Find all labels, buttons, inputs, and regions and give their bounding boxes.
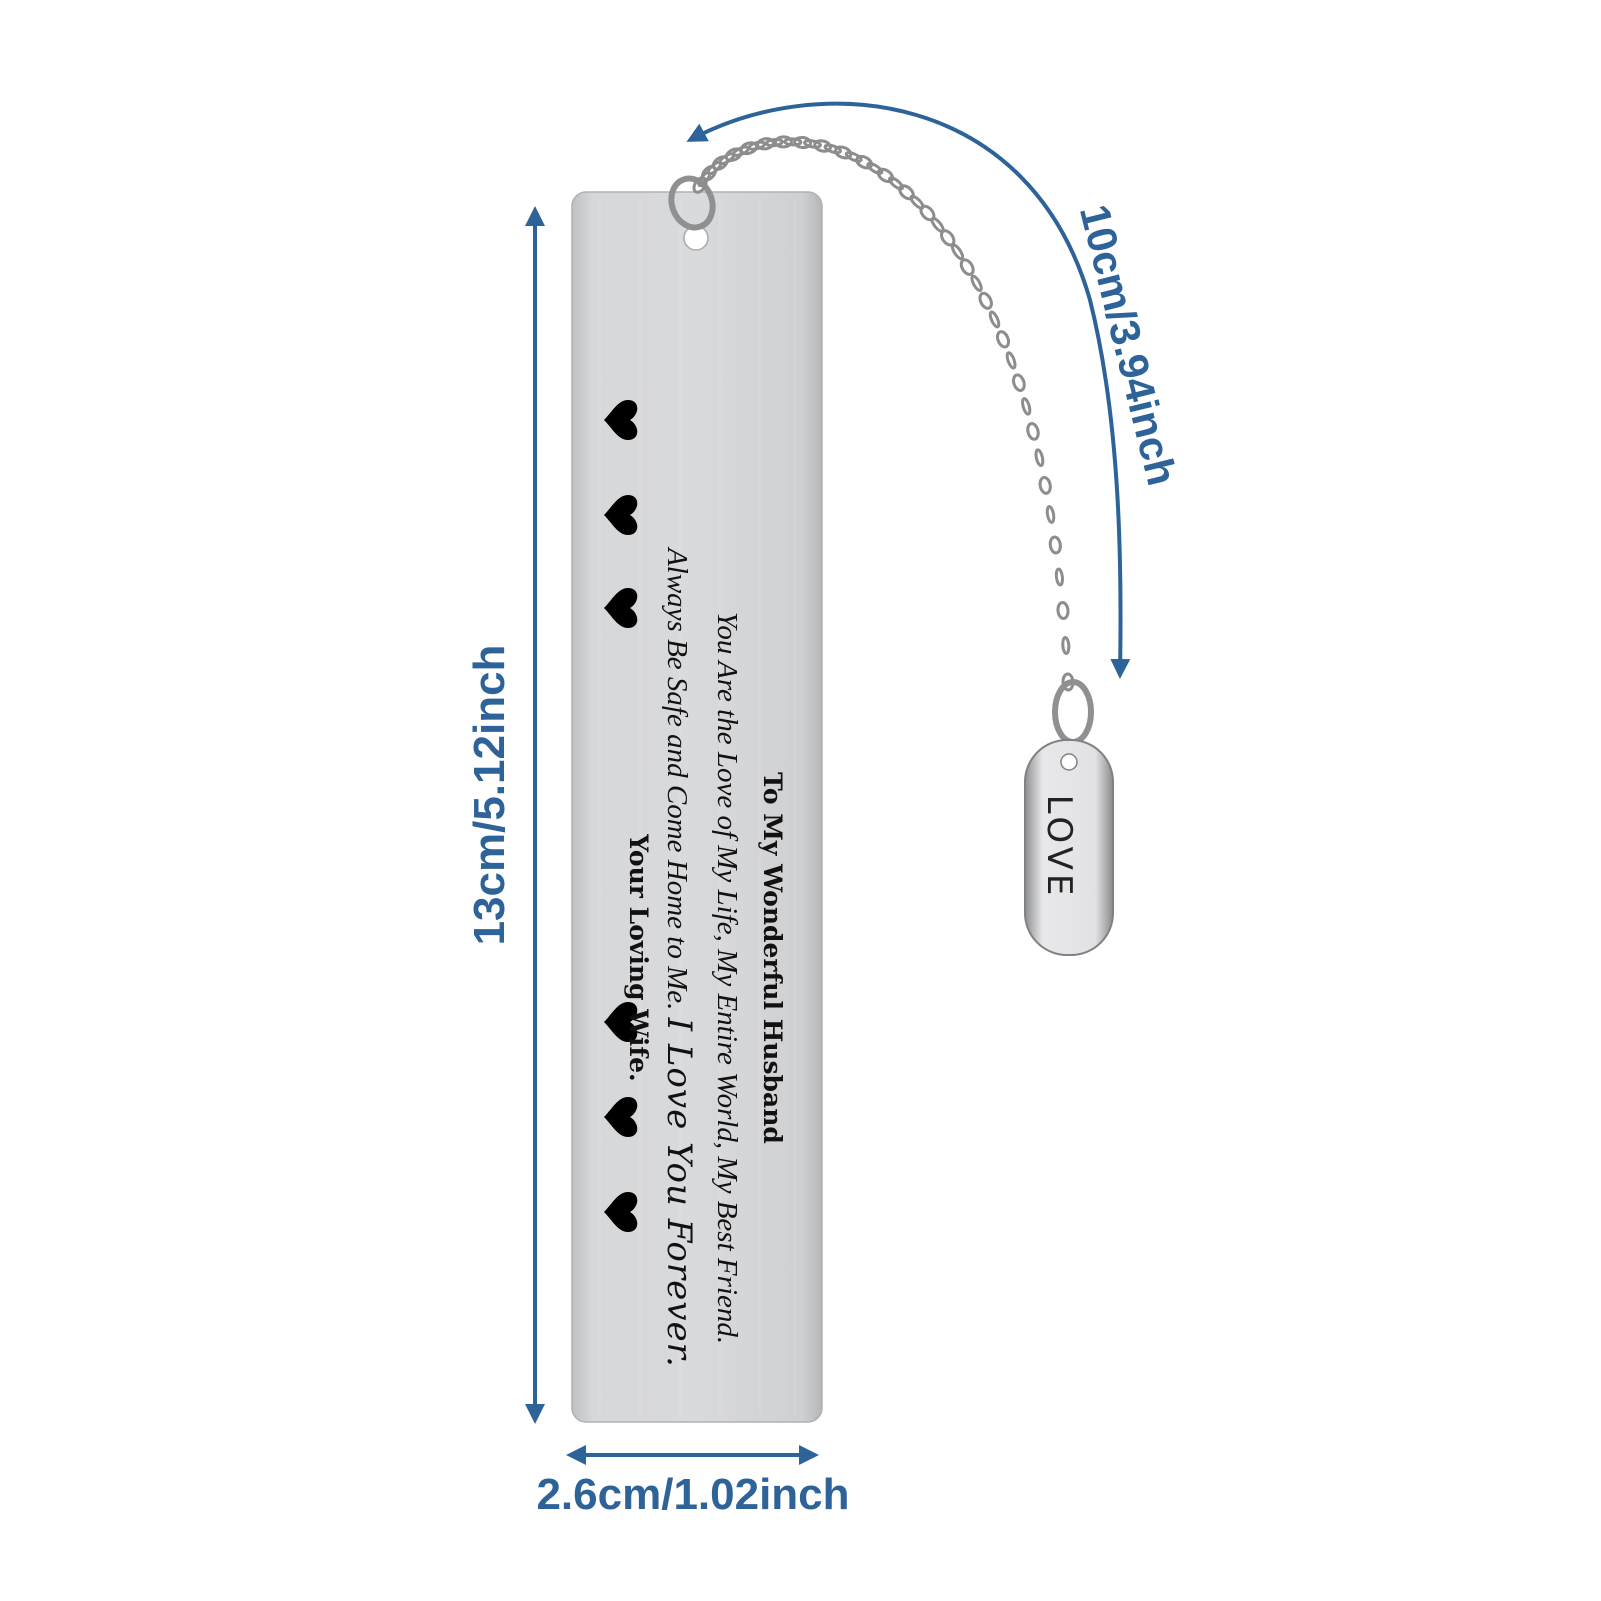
brushed-texture [599, 200, 796, 1415]
heart-icon [604, 1097, 638, 1137]
chain-link [898, 184, 915, 201]
love-tag-text: LOVE [1039, 794, 1079, 900]
width-dimension-label: 2.6cm/1.02inch [536, 1470, 850, 1519]
engraving-title: To My Wonderful Husband [758, 772, 787, 1144]
chain-link [803, 139, 822, 149]
chain-link [1056, 601, 1070, 620]
height-dimension-label: 13cm/5.12inch [465, 644, 514, 946]
chain-link [1045, 505, 1056, 524]
chain-link [1038, 475, 1052, 495]
love-tag [1024, 739, 1114, 956]
chain-link [1054, 567, 1065, 587]
chain-link [866, 161, 884, 175]
engraving-line-2-script: I Love You Forever. [659, 1017, 699, 1368]
chain-link [823, 143, 842, 155]
chain-link [876, 167, 895, 184]
chain-dimension-arc [686, 101, 1131, 679]
engraving-line-2: Always Be Safe and Come Home to Me. I Lo… [659, 458, 699, 1458]
chain-link [774, 135, 793, 149]
chain-link [844, 151, 863, 163]
chain-link [887, 176, 905, 191]
chain-link [1061, 636, 1071, 655]
chain-link [950, 243, 965, 261]
engraving-signature: Your Loving Wife. [624, 834, 653, 1082]
chain-link [959, 258, 975, 276]
chain-link [1034, 448, 1045, 468]
jump-ring-tag [1052, 679, 1094, 745]
chain-link [1026, 422, 1040, 441]
chain-link [793, 135, 813, 150]
engraving: To My Wonderful Husband You Are the Love… [593, 458, 793, 1458]
chain-link [855, 154, 874, 170]
chain-link [764, 137, 784, 148]
engraving-line-2-text: Always Be Safe and Come Home to Me. [661, 548, 693, 1018]
heart-icon [604, 1192, 638, 1232]
chain-link [970, 274, 983, 293]
chain-link [747, 140, 767, 151]
chain-link [1048, 535, 1062, 555]
chain [692, 135, 1075, 692]
chain-link [1012, 373, 1026, 392]
chain-link [783, 137, 803, 147]
engraving-line-1: You Are the Love of My Life, My Entire W… [711, 611, 743, 1345]
heart-icon [604, 588, 638, 628]
chain-link [995, 330, 1011, 349]
chain-link [978, 291, 993, 310]
chain-link [813, 139, 832, 153]
heart-icons [604, 400, 638, 1232]
heart-icon [604, 495, 638, 535]
chain-link [1005, 351, 1017, 370]
chain-link [988, 310, 1001, 329]
heart-icon [604, 1002, 638, 1042]
chain-link [1021, 397, 1032, 416]
chain-link [834, 145, 853, 160]
jump-ring-top [668, 175, 716, 231]
tag-hole [1060, 753, 1078, 771]
heart-icon [604, 400, 638, 440]
chain-link [756, 137, 775, 151]
